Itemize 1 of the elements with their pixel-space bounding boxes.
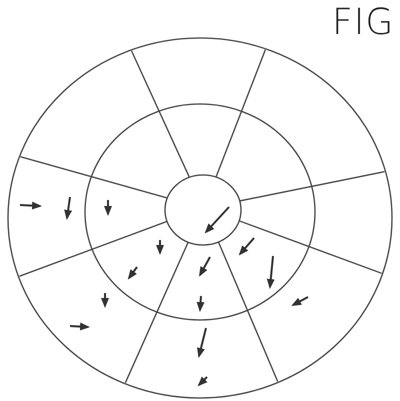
figure-title: FIG xyxy=(332,2,394,43)
